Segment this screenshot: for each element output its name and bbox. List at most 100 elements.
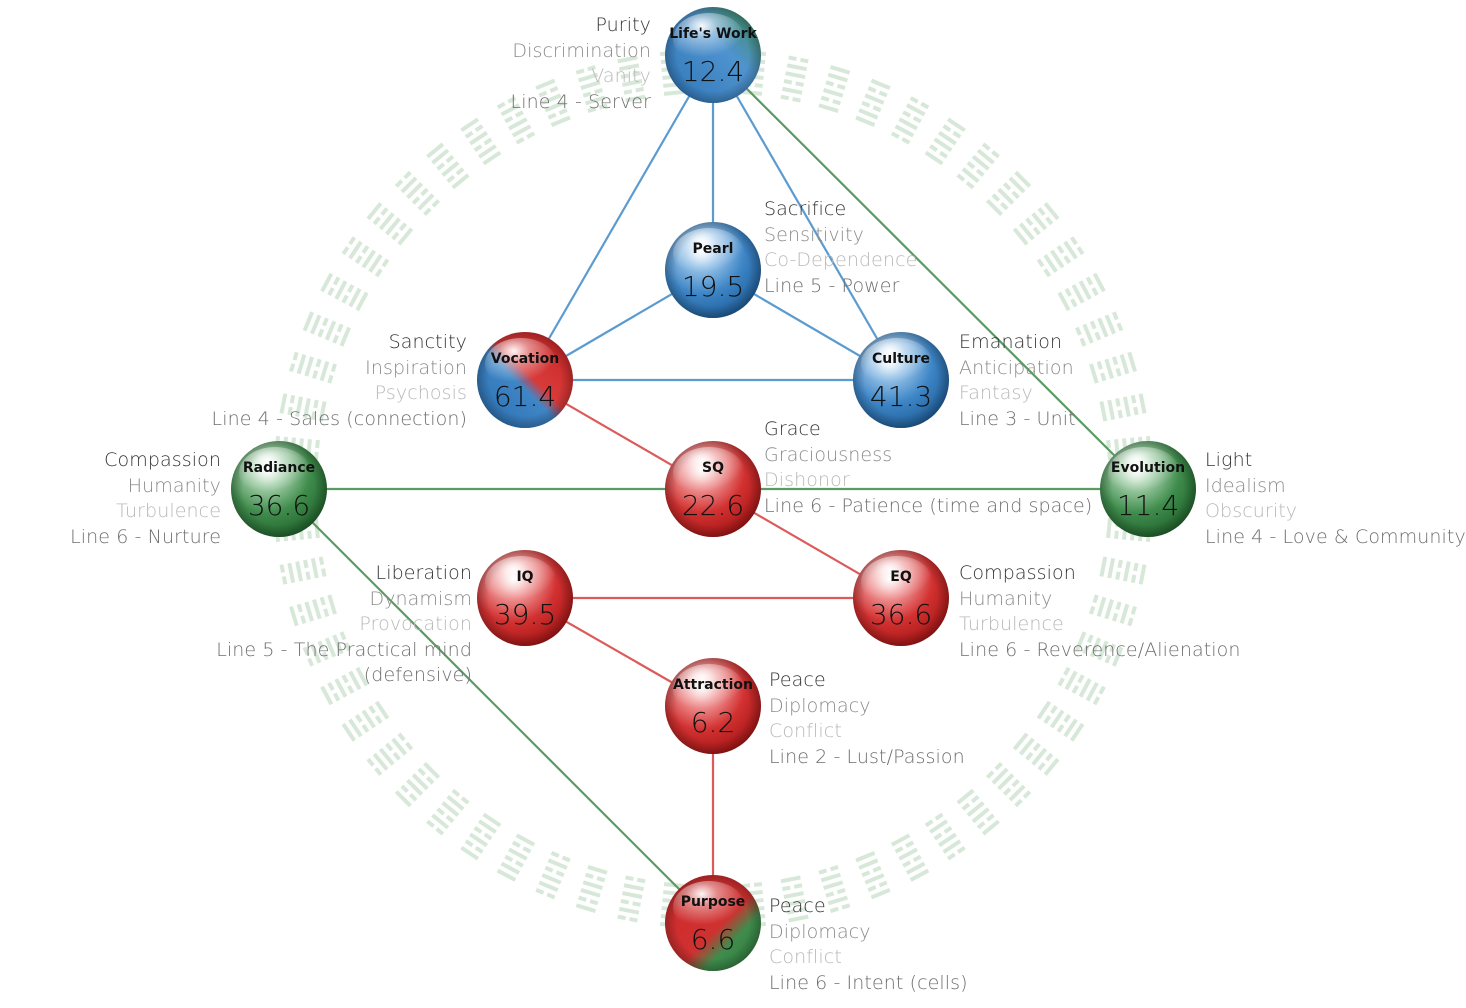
hexagram-glyph xyxy=(924,812,966,861)
label-radiance: Compassion Humanity Turbulence Line 6 - … xyxy=(70,448,221,550)
hexagram-glyph xyxy=(394,761,441,808)
label-line-1: Compassion xyxy=(104,449,221,471)
label-line-2: Anticipation xyxy=(959,356,1074,379)
hexagram-glyph xyxy=(460,812,502,861)
sphere-purpose[interactable]: Purpose 6.6 xyxy=(665,875,761,971)
hexagram-glyph xyxy=(1089,351,1137,384)
hexagram-glyph xyxy=(320,272,369,312)
sphere-title: EQ xyxy=(890,569,912,585)
sphere-title: IQ xyxy=(516,569,533,585)
label-iq: Liberation Dynamism Provocation Line 5 -… xyxy=(216,561,472,689)
label-line-2: Humanity xyxy=(127,474,221,497)
sphere-title: Purpose xyxy=(681,894,746,910)
sphere-gloss xyxy=(485,556,557,608)
label-line-1: Sanctity xyxy=(388,331,467,353)
label-sq: Grace Graciousness Dishonor Line 6 - Pat… xyxy=(764,417,1092,519)
hexagram-glyph xyxy=(1036,236,1085,278)
hexagram-glyph xyxy=(279,556,327,585)
hexagram-glyph xyxy=(535,851,571,900)
label-line-3: Fantasy xyxy=(959,382,1033,405)
hexagram-glyph xyxy=(535,78,571,127)
hexagram-glyph xyxy=(890,833,930,882)
sphere-eq[interactable]: EQ 36.6 xyxy=(853,550,949,646)
label-line-2: Humanity xyxy=(959,587,1053,610)
hexagram-glyph xyxy=(460,117,502,166)
sphere-title: Evolution xyxy=(1111,460,1185,476)
sphere-value: 36.6 xyxy=(248,489,310,522)
hexagram-glyph xyxy=(302,311,351,347)
hexagram-glyph xyxy=(575,65,608,113)
sphere-title: SQ xyxy=(702,460,724,476)
label-line-3: Provocation xyxy=(359,613,472,636)
sphere-gloss xyxy=(673,881,745,933)
hexagram-glyph xyxy=(617,55,646,103)
label-culture: Emanation Anticipation Fantasy Line 3 - … xyxy=(959,330,1076,432)
sphere-value: 39.5 xyxy=(494,598,556,631)
sphere-title: Radiance xyxy=(243,460,315,476)
hexagram-glyph xyxy=(1057,272,1106,312)
hexagram-glyph xyxy=(1075,311,1124,347)
label-line-2: Inspiration xyxy=(365,356,467,379)
label-line-4: Line 3 - Unit xyxy=(959,407,1076,430)
sphere-value: 11.4 xyxy=(1117,489,1179,522)
sphere-gloss xyxy=(673,13,745,65)
label-line-3: Turbulence xyxy=(959,613,1064,636)
hexagram-glyph xyxy=(496,833,536,882)
sphere-value: 19.5 xyxy=(682,270,744,303)
label-line-4: Line 4 - Love & Community xyxy=(1205,525,1466,548)
label-line-4: Line 5 - The Practical mind xyxy=(216,638,472,661)
hexagram-glyph xyxy=(1057,666,1106,706)
label-line-2: Sensitivity xyxy=(764,223,865,246)
sphere-value: 61.4 xyxy=(494,380,556,413)
hexagram-glyph xyxy=(855,78,891,127)
label-line-4: Line 6 - Nurture xyxy=(70,525,221,548)
hexagram-glyph xyxy=(289,351,337,384)
sphere-value: 6.6 xyxy=(691,923,736,956)
hexagram-glyph xyxy=(818,65,851,113)
hexagram-glyph xyxy=(426,788,470,836)
sphere-title: Attraction xyxy=(673,677,753,693)
label-line-4: Line 4 - Server xyxy=(510,90,651,113)
label-line-4: Line 6 - Patience (time and space) xyxy=(764,494,1093,517)
hexagram-glyph xyxy=(956,142,1000,190)
hexagram-glyph xyxy=(780,875,809,923)
sphere-title: Life's Work xyxy=(669,26,757,42)
label-line-3: Obscurity xyxy=(1205,500,1298,523)
hexagram-glyph xyxy=(575,865,608,913)
sphere-iq[interactable]: IQ 39.5 xyxy=(477,550,573,646)
label-line-4: Line 6 - Intent (cells) xyxy=(769,971,968,994)
label-attraction: Peace Diplomacy Conflict Line 2 - Lust/P… xyxy=(769,668,965,770)
sphere-gloss xyxy=(673,664,745,716)
sphere-radiance[interactable]: Radiance 36.6 xyxy=(231,441,327,537)
connection-lifes-work-culture xyxy=(712,54,902,381)
hexagram-glyph xyxy=(279,393,327,422)
label-evolution: Light Idealism Obscurity Line 4 - Love &… xyxy=(1205,448,1466,550)
sphere-gloss xyxy=(673,447,745,499)
sphere-gloss xyxy=(673,228,745,280)
hexagram-glyph xyxy=(818,865,851,913)
label-line-3: Co-Dependence xyxy=(764,249,918,272)
label-line-2: Dynamism xyxy=(369,587,472,610)
hexagram-glyph xyxy=(1012,732,1060,776)
label-line-3: Conflict xyxy=(769,946,842,969)
label-line-1: Emanation xyxy=(959,331,1063,353)
sphere-gloss xyxy=(485,338,557,390)
hexagram-glyph xyxy=(780,55,809,103)
hexagram-glyph xyxy=(985,170,1032,217)
hexagram-glyph xyxy=(1099,556,1147,585)
label-line-3: Turbulence xyxy=(116,500,221,523)
label-line-2: Diplomacy xyxy=(769,694,871,717)
label-line-3: Dishonor xyxy=(764,469,850,492)
sphere-evolution[interactable]: Evolution 11.4 xyxy=(1100,441,1196,537)
hexagram-glyph xyxy=(890,96,930,145)
connection-lifes-work-vocation xyxy=(524,54,714,381)
sphere-value: 36.6 xyxy=(870,598,932,631)
